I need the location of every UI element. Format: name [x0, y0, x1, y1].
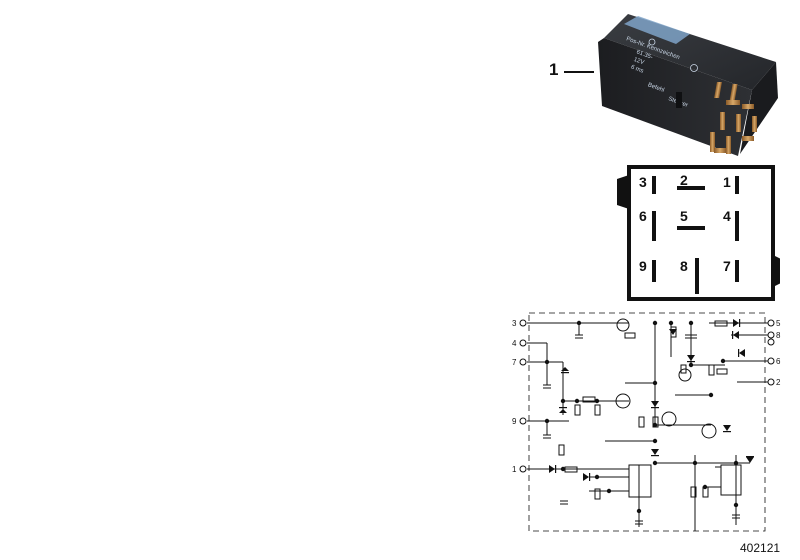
terminal-label: 7: [512, 358, 517, 367]
relay-clip: [676, 92, 682, 108]
terminal-label: 9: [512, 417, 517, 426]
pin-label: 4: [723, 208, 731, 224]
relay-label-line: Befehl: [647, 82, 665, 93]
terminal-label: 1: [512, 465, 517, 474]
relay-front-face: [598, 38, 752, 156]
pin-label: 1: [723, 174, 731, 190]
terminal-label: 4: [512, 339, 517, 348]
terminal-label: 8: [776, 331, 781, 340]
relay-pins: [710, 82, 757, 154]
relay-label-line: 61.35-: [635, 49, 653, 60]
relay-label-line: 6 ms: [630, 65, 644, 75]
relay-label-line: 12V: [633, 57, 645, 66]
terminal-circles: [519, 319, 775, 473]
brand-logo-icon: [648, 38, 656, 46]
connector-key-left: [617, 175, 629, 209]
junction-dots: [544, 320, 739, 514]
diagram-number: 402121: [740, 541, 781, 555]
relay-top-face: [604, 14, 776, 90]
pinout-diagram: 3 2 1 6 5 4 9 8 7: [617, 165, 780, 301]
pin-label: 9: [639, 258, 647, 274]
pin-contacts: [652, 176, 739, 294]
terminal-label: 2: [776, 378, 781, 387]
circuit-schematic: 3 4 7 9 1 5 8 6 2: [512, 312, 781, 532]
terminal-label: 5: [776, 319, 781, 328]
pin-label: 3: [639, 174, 647, 190]
pin-label: 2: [680, 172, 688, 188]
terminal-label: 3: [512, 319, 517, 328]
relay-illustration: Pos-Nr. Kennzeichen 61.35- 12V 6 ms Befe…: [598, 14, 778, 156]
terminal-label: 6: [776, 357, 781, 366]
relay-side-face: [740, 62, 778, 154]
callout-leader-line: [564, 71, 594, 73]
diodes: [549, 319, 754, 481]
approval-mark-icon: [690, 64, 698, 72]
label-sticker: [624, 16, 690, 44]
pin-label: 5: [680, 208, 688, 224]
pin-label: 7: [723, 258, 731, 274]
pin-label: 8: [680, 258, 688, 274]
part-callout-number: 1: [549, 60, 559, 79]
pin-label: 6: [639, 208, 647, 224]
module-housing-outline: [528, 312, 766, 532]
connector-key-right: [773, 255, 780, 287]
